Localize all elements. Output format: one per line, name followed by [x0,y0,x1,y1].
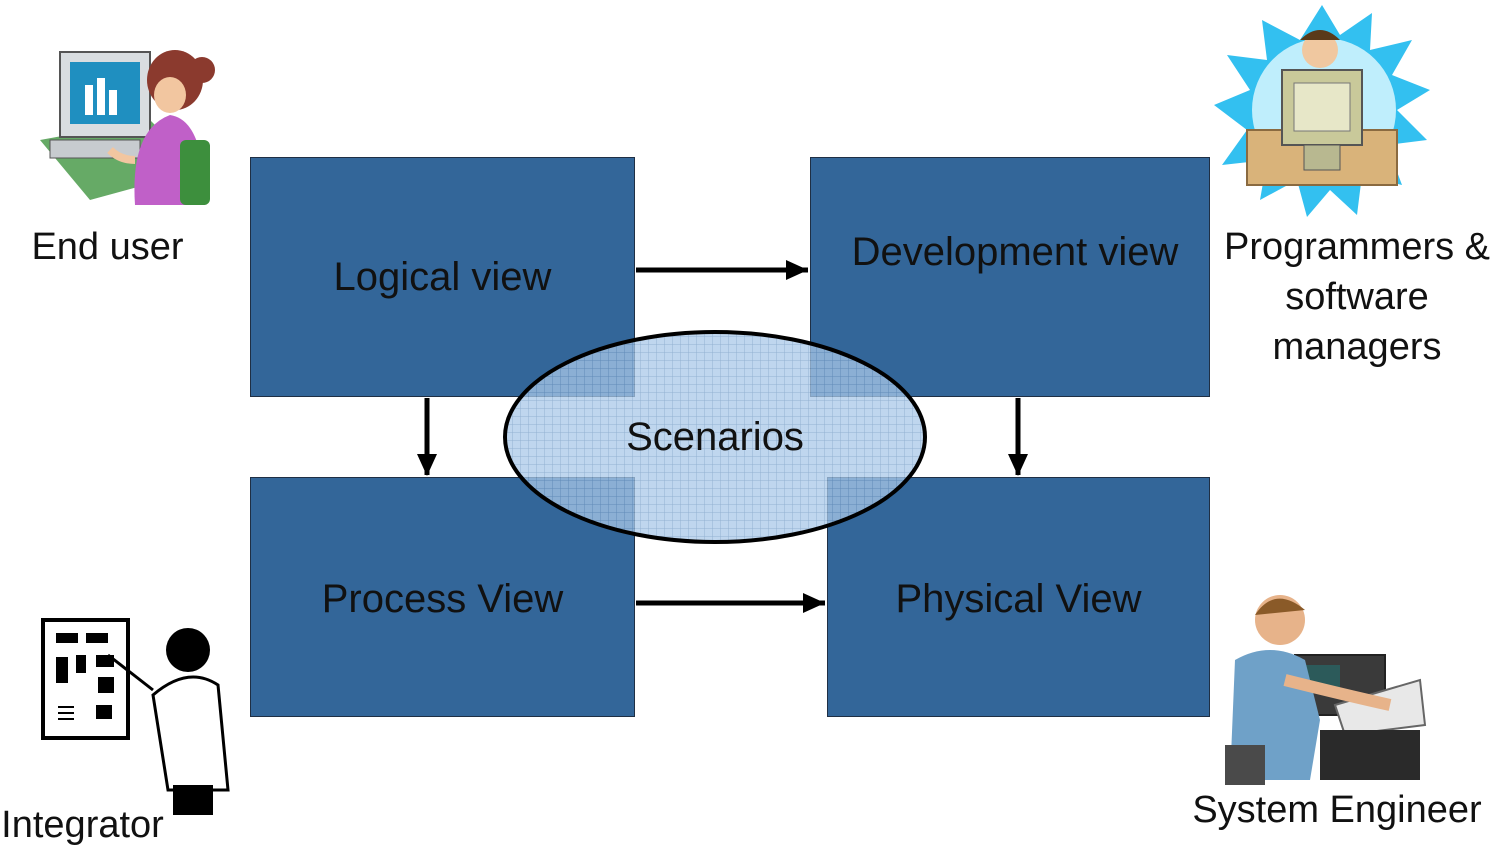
programmer-icon [1214,5,1430,217]
arrow-development-to-physical [1008,398,1028,476]
arrow-logical-to-process [417,398,437,476]
end-user-caption: End user [31,226,184,268]
logical-view-label: Logical view [333,255,552,299]
scenarios-ellipse [503,330,927,544]
programmers-caption: Programmers & software managers [1223,226,1491,368]
system-engineer-icon [1225,595,1427,785]
arrow-logical-to-development [636,260,808,280]
integrator-icon [41,618,230,815]
process-view-box [250,477,635,717]
system-engineer-caption: System Engineer [1192,789,1482,831]
scenarios-label: Scenarios [626,415,804,459]
integrator-caption: Integrator [1,804,164,846]
physical-view-label: Physical View [895,577,1142,621]
development-view-box [810,157,1210,397]
arrow-process-to-physical [636,593,825,613]
logical-view-box [250,157,635,397]
development-view-label: Development view [851,230,1179,274]
physical-view-box [827,477,1210,717]
end-user-icon [40,50,215,205]
process-view-label: Process View [321,577,564,621]
